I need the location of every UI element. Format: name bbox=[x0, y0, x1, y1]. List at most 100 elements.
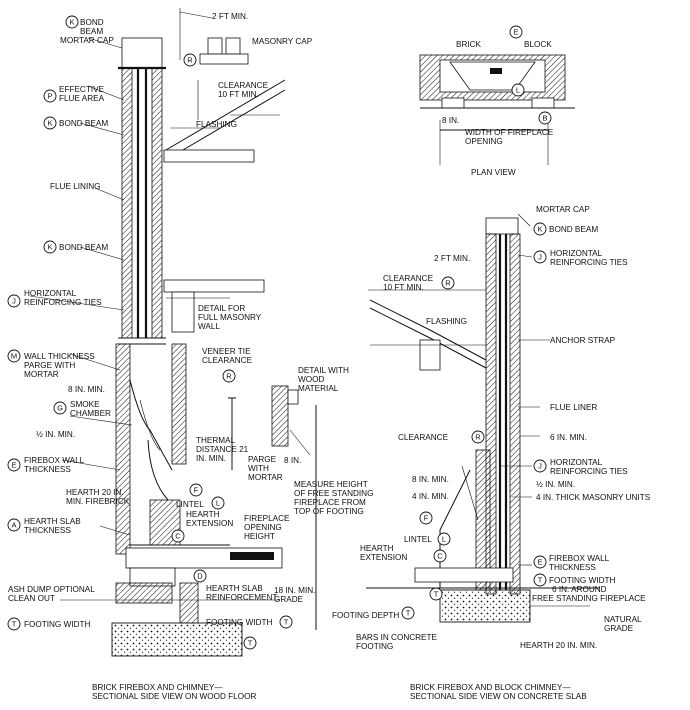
right-l-letter-circle bbox=[437, 532, 451, 546]
left-r-top-letter-circle bbox=[183, 53, 197, 67]
plan-l-letter-circle bbox=[511, 83, 525, 97]
left-hearth-slab-line1: HEARTH SLAB bbox=[24, 517, 81, 526]
left-veneer-tie-line-2: CLEARANCE bbox=[202, 356, 253, 365]
plan-block: BLOCK bbox=[524, 40, 552, 49]
left-k-bond-beam-cap-letter-circle bbox=[65, 15, 79, 29]
left-g-letter-circle bbox=[53, 401, 67, 415]
right-c-letter: C bbox=[437, 552, 443, 561]
left-fireplace-opening-line-2: OPENING bbox=[244, 523, 282, 532]
left-a-letter-circle bbox=[7, 518, 21, 532]
plan-width-opening-line-2: OPENING bbox=[465, 137, 503, 146]
left-r-top-letter: R bbox=[187, 56, 193, 65]
right-r-letter-circle bbox=[471, 430, 485, 444]
left-flashing: FLASHING bbox=[196, 120, 237, 129]
right-flue-liner: FLUE LINER bbox=[550, 403, 597, 412]
right-four-in-thick: 4 IN. THICK MASONRY UNITS bbox=[536, 493, 651, 502]
left-smoke-chamber-line2: CHAMBER bbox=[70, 409, 111, 418]
left-j-ties-letter: J bbox=[12, 297, 16, 306]
right-anchor-strap: ANCHOR STRAP bbox=[550, 336, 616, 345]
left-hearth-slab-reinf-line-1: HEARTH SLAB bbox=[206, 584, 263, 593]
left-hearth-slab-reinf-line-2: REINFORCEMENT bbox=[206, 593, 277, 602]
right-eight-in-min: 8 IN. MIN. bbox=[412, 475, 449, 484]
left-hearth-extension-line-1: HEARTH bbox=[186, 510, 220, 519]
left-thermal-distance-line-1: THERMAL bbox=[196, 436, 236, 445]
left-measure-height-line-2: OF FREE STANDING bbox=[294, 489, 373, 498]
right-caption-line-2: SECTIONAL SIDE VIEW ON CONCRETE SLAB bbox=[410, 692, 587, 701]
left-fireplace-opening-line-3: HEIGHT bbox=[244, 532, 275, 541]
left-e-letter: E bbox=[11, 461, 16, 470]
right-l-letter: L bbox=[442, 535, 446, 544]
right-bars-concrete-line-2: FOOTING bbox=[356, 642, 393, 651]
right-section-drawing bbox=[366, 213, 600, 623]
right-e-letter: E bbox=[537, 558, 542, 567]
right-hearth-20: HEARTH 20 IN. MIN. bbox=[520, 641, 597, 650]
right-mortar-cap: MORTAR CAP bbox=[536, 205, 590, 214]
left-detail-wood-line-3: MATERIAL bbox=[298, 384, 339, 393]
plan-title: PLAN VIEW bbox=[471, 168, 516, 177]
right-j-top-letter-circle bbox=[533, 250, 547, 264]
left-c-letter: C bbox=[175, 532, 181, 541]
right-footing-depth: FOOTING DEPTH bbox=[332, 611, 399, 620]
left-d-letter-circle bbox=[193, 569, 207, 583]
left-k-bond-beam-1-letter: K bbox=[47, 119, 52, 128]
right-ties-top-line2: REINFORCING TIES bbox=[550, 258, 628, 267]
left-detail-full-masonry-line-2: FULL MASONRY bbox=[198, 313, 262, 322]
left-measure-height-line-1: MEASURE HEIGHT bbox=[294, 480, 368, 489]
left-t-bottom-letter-circle bbox=[243, 636, 257, 650]
plan-e-letter: E bbox=[513, 28, 518, 37]
right-t-mid-letter-circle bbox=[429, 587, 443, 601]
plan-view-drawing bbox=[419, 54, 575, 165]
right-ties-line2: REINFORCING TIES bbox=[550, 467, 628, 476]
left-p-letter: P bbox=[47, 92, 52, 101]
right-four-in-min: 4 IN. MIN. bbox=[412, 492, 449, 501]
plan-b-letter: B bbox=[542, 114, 547, 123]
left-eighteen-in-line-1: 18 IN. MIN. bbox=[274, 586, 315, 595]
left-d-letter: D bbox=[197, 572, 203, 581]
left-eight-in-min: 8 IN. MIN. bbox=[68, 385, 105, 394]
left-ash-dump-line-2: CLEAN OUT bbox=[8, 594, 55, 603]
left-l-letter: L bbox=[216, 499, 220, 508]
left-caption-line-1: BRICK FIREBOX AND CHIMNEY— bbox=[92, 683, 223, 692]
right-t-footing-letter: T bbox=[538, 576, 543, 585]
left-hearth-slab-line2: THICKNESS bbox=[24, 526, 71, 535]
left-half-in-min: ½ IN. MIN. bbox=[36, 430, 75, 439]
right-j-letter: J bbox=[538, 462, 542, 471]
left-t-footing-letter: T bbox=[12, 620, 17, 629]
right-hearth-extension-line-2: EXTENSION bbox=[360, 553, 407, 562]
left-firebox-wall-line2: THICKNESS bbox=[24, 465, 71, 474]
left-detail-wood-line-1: DETAIL WITH bbox=[298, 366, 349, 375]
left-horizontal-ties-line1: HORIZONTAL bbox=[24, 289, 77, 298]
left-clearance-10ft-line-1: CLEARANCE bbox=[218, 81, 269, 90]
left-hearth-extension-line-2: EXTENSION bbox=[186, 519, 233, 528]
right-six-in-min: 6 IN. MIN. bbox=[550, 433, 587, 442]
right-t-depth-letter-circle bbox=[401, 606, 415, 620]
left-flue-lining: FLUE LINING bbox=[50, 182, 101, 191]
left-wall-thickness-line1: WALL THICKNESS bbox=[24, 352, 95, 361]
left-j-ties-letter-circle bbox=[7, 294, 21, 308]
left-eight-in: 8 IN. bbox=[284, 456, 301, 465]
right-f-letter: F bbox=[424, 514, 429, 523]
left-parge-line-2: WITH bbox=[248, 464, 269, 473]
right-j-top-letter: J bbox=[538, 253, 542, 262]
chimney-wall-left bbox=[121, 67, 133, 339]
left-thermal-distance-line-3: IN. MIN. bbox=[196, 454, 226, 463]
left-m-letter-circle bbox=[7, 349, 21, 363]
left-g-letter: G bbox=[57, 404, 63, 413]
right-firebox-wall-line1: FIREBOX WALL bbox=[549, 554, 610, 563]
right-j-letter-circle bbox=[533, 459, 547, 473]
right-t-depth-letter: T bbox=[406, 609, 411, 618]
left-hearth-20-line-2: MIN. FIREBRICK bbox=[66, 497, 130, 506]
left-effective-flue-line1: EFFECTIVE bbox=[59, 85, 105, 94]
left-measure-height-line-4: TOP OF FOOTING bbox=[294, 507, 364, 516]
left-k-bond-beam-2-letter-circle bbox=[43, 240, 57, 254]
right-two-ft-min: 2 FT MIN. bbox=[434, 254, 470, 263]
right-footing-width-line1: FOOTING WIDTH bbox=[549, 576, 615, 585]
left-m-letter: M bbox=[11, 352, 17, 361]
plan-e-letter-circle bbox=[509, 25, 523, 39]
right-bond-beam: BOND BEAM bbox=[549, 225, 598, 234]
left-wall-thickness-line3: MORTAR bbox=[24, 370, 59, 379]
right-hearth-extension-line-1: HEARTH bbox=[360, 544, 394, 553]
left-r-veneer-letter-circle bbox=[222, 369, 236, 383]
left-ash-dump-line-1: ASH DUMP OPTIONAL bbox=[8, 585, 95, 594]
